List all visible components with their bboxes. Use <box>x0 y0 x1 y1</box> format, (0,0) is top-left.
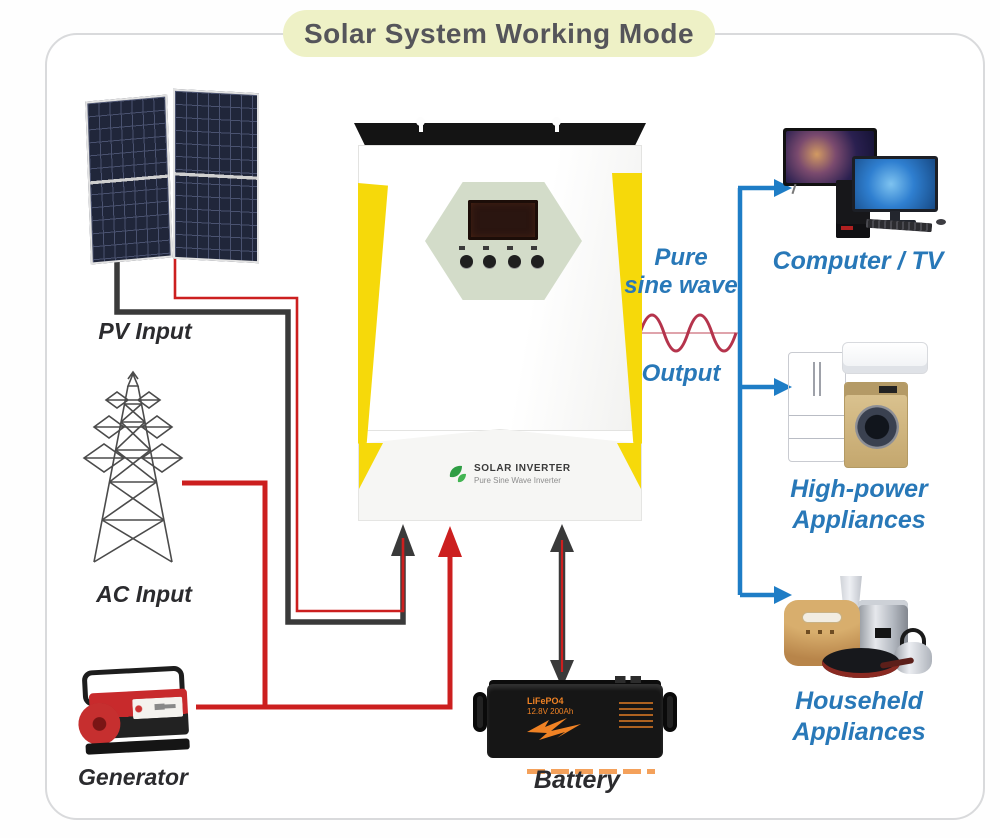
leaf-icon <box>449 465 466 483</box>
battery-terminals <box>615 676 641 683</box>
lightning-bolt-icon <box>527 718 581 740</box>
generator-control-panel <box>132 696 184 720</box>
indicator-leds <box>459 246 549 250</box>
inverter-lower-panel <box>358 429 642 521</box>
inverter-logo: SOLAR INVERTER Pure Sine Wave Inverter <box>448 463 571 485</box>
inverter-control-panel <box>425 182 582 300</box>
computer-tv-label: Computer / TV <box>772 247 944 275</box>
battery-bottom-strip <box>527 769 655 774</box>
high-power-label-line1: High-power <box>790 475 928 503</box>
title-banner: Solar System Working Mode <box>283 10 715 57</box>
air-conditioner-icon <box>842 342 928 374</box>
battery-chemistry-text: LiFePO4 <box>527 696 564 706</box>
transmission-tower-icon <box>82 370 184 563</box>
inverter-brand-text: SOLAR INVERTER <box>474 463 571 474</box>
branch-computer-arrowhead <box>774 179 792 197</box>
household-label-line2: Appliances <box>792 718 926 746</box>
keyboard-icon <box>865 218 933 233</box>
battery-icon: LiFePO4 12.8V 200Ah <box>473 676 677 774</box>
monitor-screen <box>855 159 935 209</box>
battery-spec-text: 12.8V 200Ah <box>527 707 574 716</box>
page-title: Solar System Working Mode <box>303 17 695 49</box>
ac-generator-arrowhead <box>438 526 462 557</box>
computer-tv-icons <box>780 122 948 240</box>
inverter-display <box>468 200 538 240</box>
kettle-handle <box>900 628 926 646</box>
battery-handle-left <box>473 692 487 732</box>
inverter: SOLAR INVERTER Pure Sine Wave Inverter <box>354 113 646 521</box>
battery-label: Battery <box>533 766 621 794</box>
generator-wire-red <box>196 554 453 710</box>
branch-household-arrowhead <box>774 586 792 604</box>
battery-handle-right <box>663 692 677 732</box>
high-power-label-line2: Appliances <box>792 506 926 534</box>
washer-display <box>879 386 897 393</box>
battery-arrowhead-up <box>550 524 574 552</box>
solar-panel-left <box>85 94 173 265</box>
generator-icon <box>75 662 198 768</box>
output-caption-bottom: Output <box>641 360 721 387</box>
solar-panel-right <box>173 88 259 264</box>
monitor-icon <box>852 156 938 225</box>
refrigerator-icon <box>788 352 846 462</box>
pv-input-label: PV Input <box>98 318 192 344</box>
inverter-top-cap <box>354 123 646 147</box>
household-appliance-icons <box>782 572 942 687</box>
output-word-sinewave: sine wave <box>624 272 738 299</box>
inverter-button <box>460 255 473 268</box>
cooker-handle <box>875 628 891 638</box>
washer-door <box>855 405 899 449</box>
household-label-line1: Househeld <box>795 687 923 715</box>
ac-wire-red <box>182 480 268 709</box>
mouse-icon <box>936 219 946 225</box>
generator-label: Generator <box>78 764 188 790</box>
inverter-button <box>483 255 496 268</box>
mounting-keyhole-icon <box>552 117 561 132</box>
rice-cooker-handle <box>802 612 842 623</box>
frying-pan-icon <box>822 648 915 682</box>
monitor-stand <box>890 211 900 221</box>
inverter-button <box>508 255 521 268</box>
mounting-keyhole-icon <box>416 117 425 132</box>
ac-input-label: AC Input <box>96 581 192 607</box>
inverter-tagline-text: Pure Sine Wave Inverter <box>474 476 561 485</box>
battery-label-panel: LiFePO4 12.8V 200Ah <box>527 696 655 774</box>
household-label: Househeld Appliances <box>769 686 949 748</box>
branch-highpower-arrowhead <box>774 378 792 396</box>
tv-leg <box>791 183 797 195</box>
output-caption-top: Pure sine wave <box>611 244 751 300</box>
washing-machine-icon <box>844 382 908 468</box>
battery-fine-print <box>619 702 653 728</box>
high-power-appliance-icons <box>785 338 935 470</box>
inverter-button <box>531 255 544 268</box>
high-power-label: High-power Appliances <box>769 474 949 536</box>
battery-arrowhead-down <box>550 660 574 688</box>
output-word-pure: Pure <box>654 244 708 271</box>
rice-cooker-dots <box>806 630 840 634</box>
